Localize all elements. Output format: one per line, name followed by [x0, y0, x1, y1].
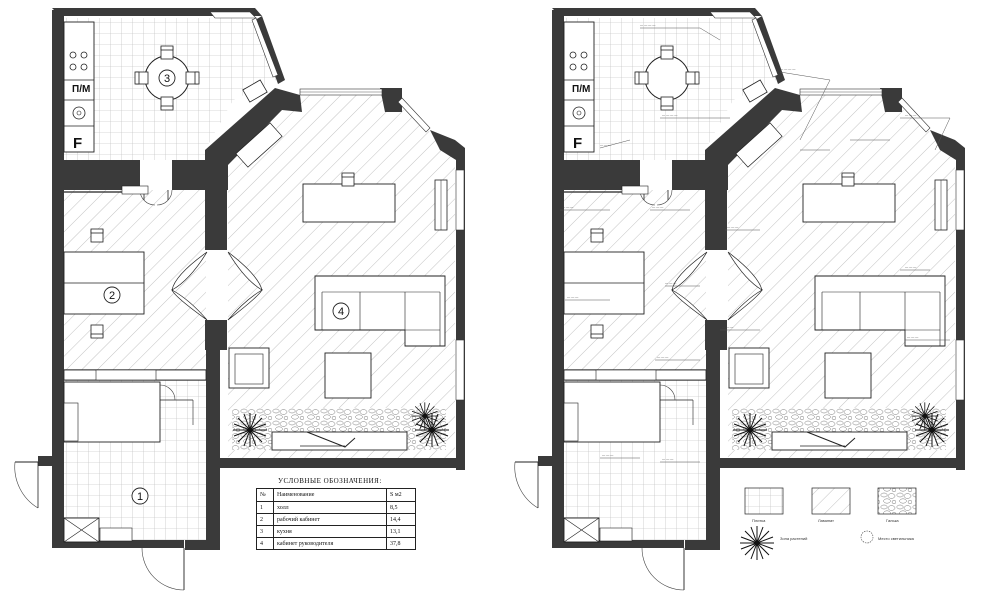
legend-row: 1 холл 8,5: [256, 501, 416, 514]
legend-row: 2 рабочий кабинет 14,4: [256, 513, 416, 526]
svg-text:— — — —: — — — —: [640, 23, 656, 27]
washer-tag-right: П/М: [572, 84, 590, 95]
legend-row-area: 14,4: [386, 513, 416, 526]
legend-row-name: рабочий кабинет: [273, 513, 387, 526]
legend-row-name: кабинет руководителя: [273, 537, 387, 550]
finish-stone-label: Галька: [886, 518, 899, 523]
room-number-1: 1: [137, 491, 143, 503]
legend-row-area: 8,5: [386, 501, 416, 514]
fridge-tag: F: [73, 135, 82, 152]
legend-row-num: 2: [256, 513, 274, 526]
legend-header-name: Наименование: [273, 488, 387, 502]
room-marker-1: 1: [131, 487, 149, 505]
finish-lamp-label: Место светильника: [878, 536, 915, 541]
svg-text:— — —: — — —: [602, 453, 614, 457]
svg-text:— — —: — — —: [562, 205, 574, 209]
room-marker-4: 4: [332, 302, 350, 320]
finish-tile-label: Плитка: [752, 518, 766, 523]
fridge-tag-right: F: [573, 135, 582, 152]
finish-laminate-label: Ламинат: [818, 518, 834, 523]
legend-row-area: 37,8: [386, 537, 416, 550]
svg-text:— — —: — — —: [662, 457, 674, 461]
legend-header-num: №: [256, 488, 274, 502]
svg-text:— — —: — — —: [905, 113, 917, 117]
room-number-2: 2: [109, 290, 115, 302]
svg-text:— — —: — — —: [567, 295, 579, 299]
washer-tag: П/М: [72, 84, 90, 95]
legend-row: 4 кабинет руководителя 37,8: [256, 537, 416, 550]
legend-row-name: холл: [273, 501, 387, 514]
svg-text:— — —: — — —: [657, 355, 669, 359]
finish-plants-label: Зона растений: [780, 536, 807, 541]
legend-row-num: 1: [256, 501, 274, 514]
annotation-lines: [560, 27, 951, 463]
legend-row-num: 4: [256, 537, 274, 550]
legend-row-area: 13,1: [386, 525, 416, 538]
legend-header-area: S м2: [386, 488, 416, 502]
room-marker-2: 2: [103, 286, 121, 304]
svg-text:— — —: — — —: [652, 205, 664, 209]
legend-row-name: кухня: [273, 525, 387, 538]
svg-text:— — —: — — —: [905, 265, 917, 269]
svg-text:— — —: — — —: [600, 143, 612, 147]
finish-legend: Плитка Ламинат Галька Зона растений Мест…: [739, 487, 917, 561]
room-number-4: 4: [338, 306, 344, 318]
room-marker-3: 3: [158, 69, 176, 87]
legend-row-num: 3: [256, 525, 274, 538]
svg-text:— — —: — — —: [907, 335, 919, 339]
legend-row: 3 кухня 13,1: [256, 525, 416, 538]
room-legend-table: № Наименование S м2 1 холл 8,5 2 рабочий…: [256, 488, 416, 550]
legend-title: УСЛОВНЫЕ ОБОЗНАЧЕНИЯ:: [278, 477, 382, 485]
svg-text:— — —: — — —: [722, 325, 734, 329]
legend-header-row: № Наименование S м2: [256, 488, 416, 502]
svg-text:— — — —: — — — —: [780, 67, 796, 71]
svg-text:— — — —: — — — —: [662, 113, 678, 117]
svg-text:— — —: — — —: [727, 225, 739, 229]
svg-text:— — —: — — —: [665, 281, 677, 285]
room-number-3: 3: [164, 73, 170, 85]
